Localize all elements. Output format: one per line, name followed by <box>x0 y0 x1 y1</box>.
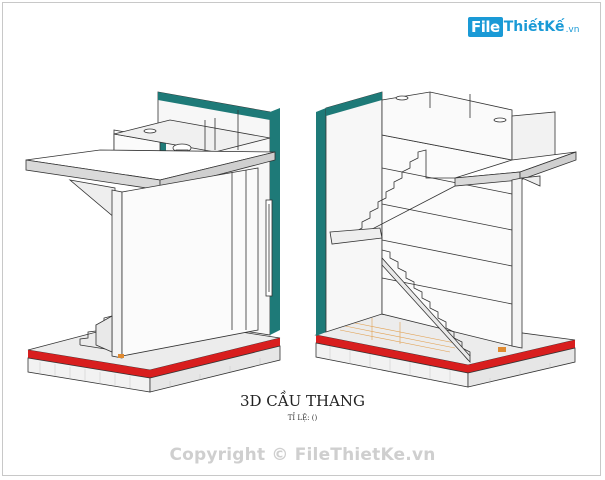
right-bracket <box>520 175 541 187</box>
left-mid-wall <box>121 167 259 357</box>
logo-badge: File <box>468 17 503 37</box>
right-column <box>511 177 523 349</box>
left-stair-view <box>25 91 281 393</box>
right-lower-stairs <box>381 249 471 364</box>
right-base-red-front <box>316 335 468 373</box>
left-teal-right-wall <box>270 108 280 335</box>
left-base-red-side <box>150 338 280 378</box>
left-teal-top-wall <box>158 92 270 120</box>
right-teal-left-wall <box>316 108 326 336</box>
drawing-title: 3D CẦU THANG <box>239 392 366 410</box>
right-back-wall <box>325 91 383 333</box>
right-stair-view <box>314 91 577 388</box>
left-base-red-front <box>28 350 150 378</box>
left-column <box>111 189 123 359</box>
filethietke-logo: File ThiếtKế .vn <box>468 14 579 40</box>
right-teal-top <box>326 92 382 116</box>
left-base-side <box>149 345 281 393</box>
logo-suffix: .vn <box>565 25 580 35</box>
right-mid-landing <box>329 227 383 245</box>
scale-label: TỈ LỆ: () <box>287 414 318 422</box>
right-base-side <box>467 347 576 388</box>
logo-text: ThiếtKế <box>503 19 565 35</box>
drawing-sheet-border <box>2 2 601 476</box>
right-base-red-side <box>468 340 575 373</box>
left-bracket <box>68 179 116 219</box>
left-lower-stairs <box>79 315 113 353</box>
copyright-watermark: Copyright © FileThietKe.vn <box>169 445 436 465</box>
right-landing-slab-side <box>519 151 577 181</box>
